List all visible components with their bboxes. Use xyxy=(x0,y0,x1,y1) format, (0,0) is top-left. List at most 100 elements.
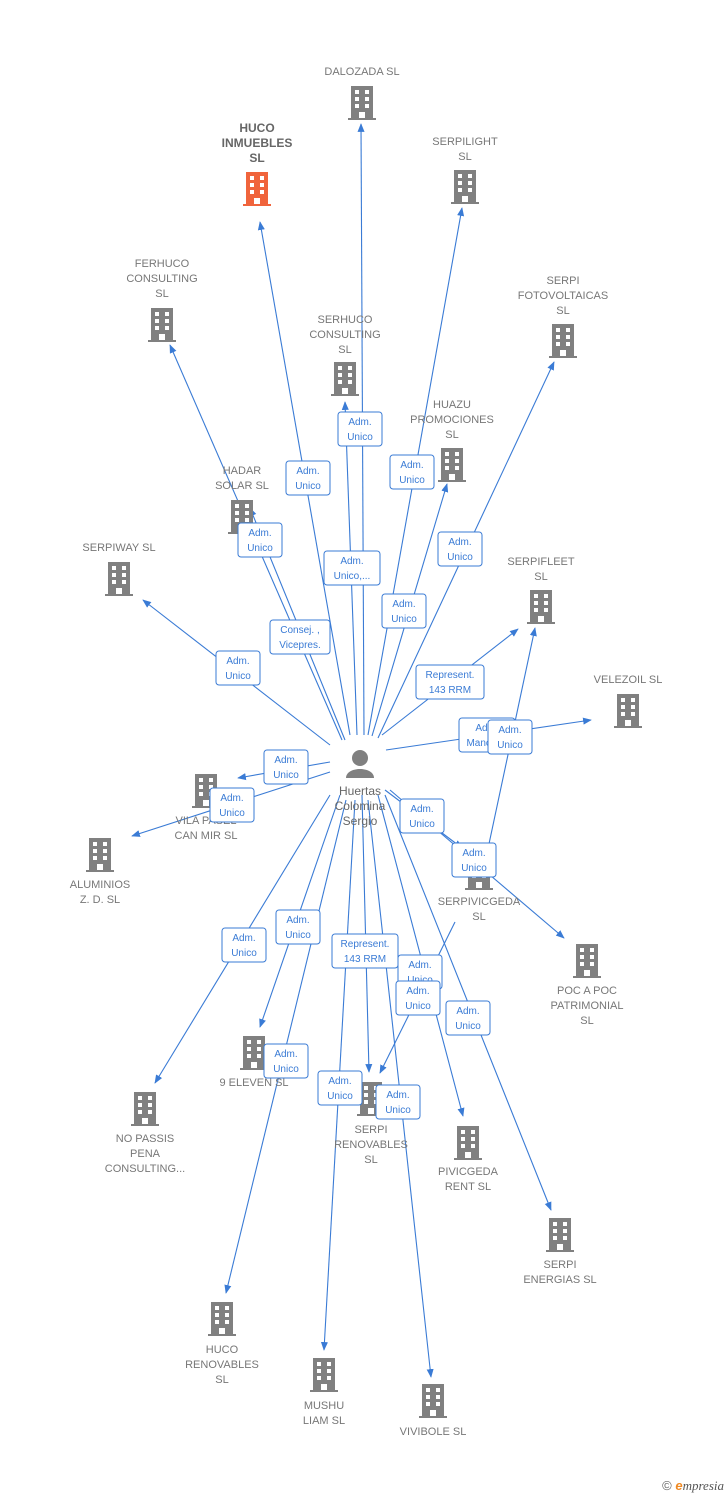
company-node-vivibole[interactable]: VIVIBOLE SL xyxy=(400,1384,467,1438)
building-icon xyxy=(131,1092,159,1126)
edge-label-text: Unico xyxy=(405,1001,431,1012)
edge-label-serpi-renovables[interactable]: Represent.143 RRM xyxy=(331,933,399,969)
company-node-velezoil[interactable]: VELEZOIL SL xyxy=(594,674,663,728)
edge-label-text: Adm. xyxy=(408,960,431,971)
company-name-line: RENT SL xyxy=(445,1181,491,1193)
company-name-line: HUCO xyxy=(206,1344,239,1356)
person-name-line: Colomina xyxy=(335,799,386,813)
company-node-serpiway[interactable]: SERPIWAY SL xyxy=(82,542,156,596)
edge-label-text: Represent. xyxy=(426,670,475,681)
company-name-line: SERPIVICGEDA xyxy=(438,896,521,908)
company-name-line: VIVIBOLE SL xyxy=(400,1426,467,1438)
company-name-line: SERPI xyxy=(546,275,579,287)
edge-label-serpilight[interactable]: Adm.Unico xyxy=(389,454,435,490)
company-name-line: SL xyxy=(556,305,569,317)
company-node-dalozada[interactable]: DALOZADA SL xyxy=(324,66,400,120)
company-name-line: SL xyxy=(338,344,351,356)
edge-label-serpifleet[interactable]: Adm.Unico xyxy=(487,719,533,755)
company-name-line: LIAM SL xyxy=(303,1415,345,1427)
company-node-nine-eleven[interactable]: 9 ELEVEN SL xyxy=(219,1036,289,1089)
person-name-line: Sergio xyxy=(343,814,378,828)
company-name-line: PATRIMONIAL xyxy=(551,1000,624,1012)
edge-label-text: Adm. xyxy=(410,804,433,815)
edge-label-serpi-renovables[interactable]: Adm.Unico xyxy=(395,980,441,1016)
company-name-line: DALOZADA SL xyxy=(324,66,399,78)
edge-label-dalozada[interactable]: Adm.Unico,... xyxy=(323,550,381,586)
building-icon xyxy=(331,362,359,396)
edge-label-box xyxy=(389,454,435,490)
edge-label-aluminios[interactable]: Adm.Unico xyxy=(209,787,255,823)
edge-label-nine-eleven[interactable]: Adm.Unico xyxy=(275,909,321,945)
edge-label-box xyxy=(331,933,399,969)
edge-label-vila-pasel[interactable]: Adm.Unico xyxy=(263,749,309,785)
edge-label-serhuco[interactable]: Adm.Unico xyxy=(337,411,383,447)
edge-label-serpi-fotovoltaicas[interactable]: Adm.Unico xyxy=(437,531,483,567)
edge-label-box xyxy=(437,531,483,567)
company-name-line: HUCO xyxy=(239,121,274,135)
edge-label-box xyxy=(269,619,331,655)
company-name: SERPIWAY SL xyxy=(82,542,155,554)
company-name: 9 ELEVEN SL xyxy=(219,1077,288,1089)
edge-label-box xyxy=(399,798,445,834)
edge-label-ferhuco[interactable]: Adm.Unico xyxy=(237,522,283,558)
edge-label-box xyxy=(381,593,427,629)
edge-label-huazu[interactable]: Adm.Unico xyxy=(381,593,427,629)
company-name-line: SL xyxy=(534,571,547,583)
edge-label-vivibole[interactable]: Adm.Unico xyxy=(375,1084,421,1120)
person-icon xyxy=(346,750,374,778)
building-icon xyxy=(546,1218,574,1252)
edge-label-box xyxy=(263,749,309,785)
edge-label-serpifleet[interactable]: Represent.143 RRM xyxy=(415,664,485,700)
edge-label-serpiway[interactable]: Adm.Unico xyxy=(215,650,261,686)
edge-label-text: Adm. xyxy=(448,537,471,548)
edge-label-poc-a-poc[interactable]: Adm.Unico xyxy=(451,842,497,878)
edge-label-text: Adm. xyxy=(274,1049,297,1060)
edge-label-text: Unico xyxy=(219,808,245,819)
edge-label-mushu[interactable]: Adm.Unico xyxy=(317,1070,363,1106)
edge-label-huco-inmuebles[interactable]: Adm.Unico xyxy=(285,460,331,496)
edge-label-pivicgeda[interactable]: Adm.Unico xyxy=(445,1000,491,1036)
edge-label-box xyxy=(375,1084,421,1120)
edge-label-serpivicgeda[interactable]: Adm. Unico xyxy=(399,798,445,834)
company-node-aluminios[interactable]: ALUMINIOS Z. D. SL xyxy=(70,838,131,906)
company-name-line: ALUMINIOS xyxy=(70,879,131,891)
edge-label-box xyxy=(215,650,261,686)
company-name-line: SERPI xyxy=(354,1124,387,1136)
company-name-line: CONSULTING... xyxy=(105,1163,185,1175)
edge-label-text: Unico xyxy=(273,1064,299,1075)
edge-label-box xyxy=(337,411,383,447)
company-name-line: Z. D. SL xyxy=(80,894,120,906)
edge-label-no-passis[interactable]: Adm.Unico xyxy=(221,927,267,963)
building-icon xyxy=(105,562,133,596)
building-icon xyxy=(348,86,376,120)
edge-label-huco-renovables[interactable]: Adm. Unico xyxy=(263,1043,309,1079)
edge-label-text: Unico xyxy=(409,819,435,830)
edge-label-hadar[interactable]: Consej. ,Vicepres. xyxy=(269,619,331,655)
building-icon xyxy=(549,324,577,358)
